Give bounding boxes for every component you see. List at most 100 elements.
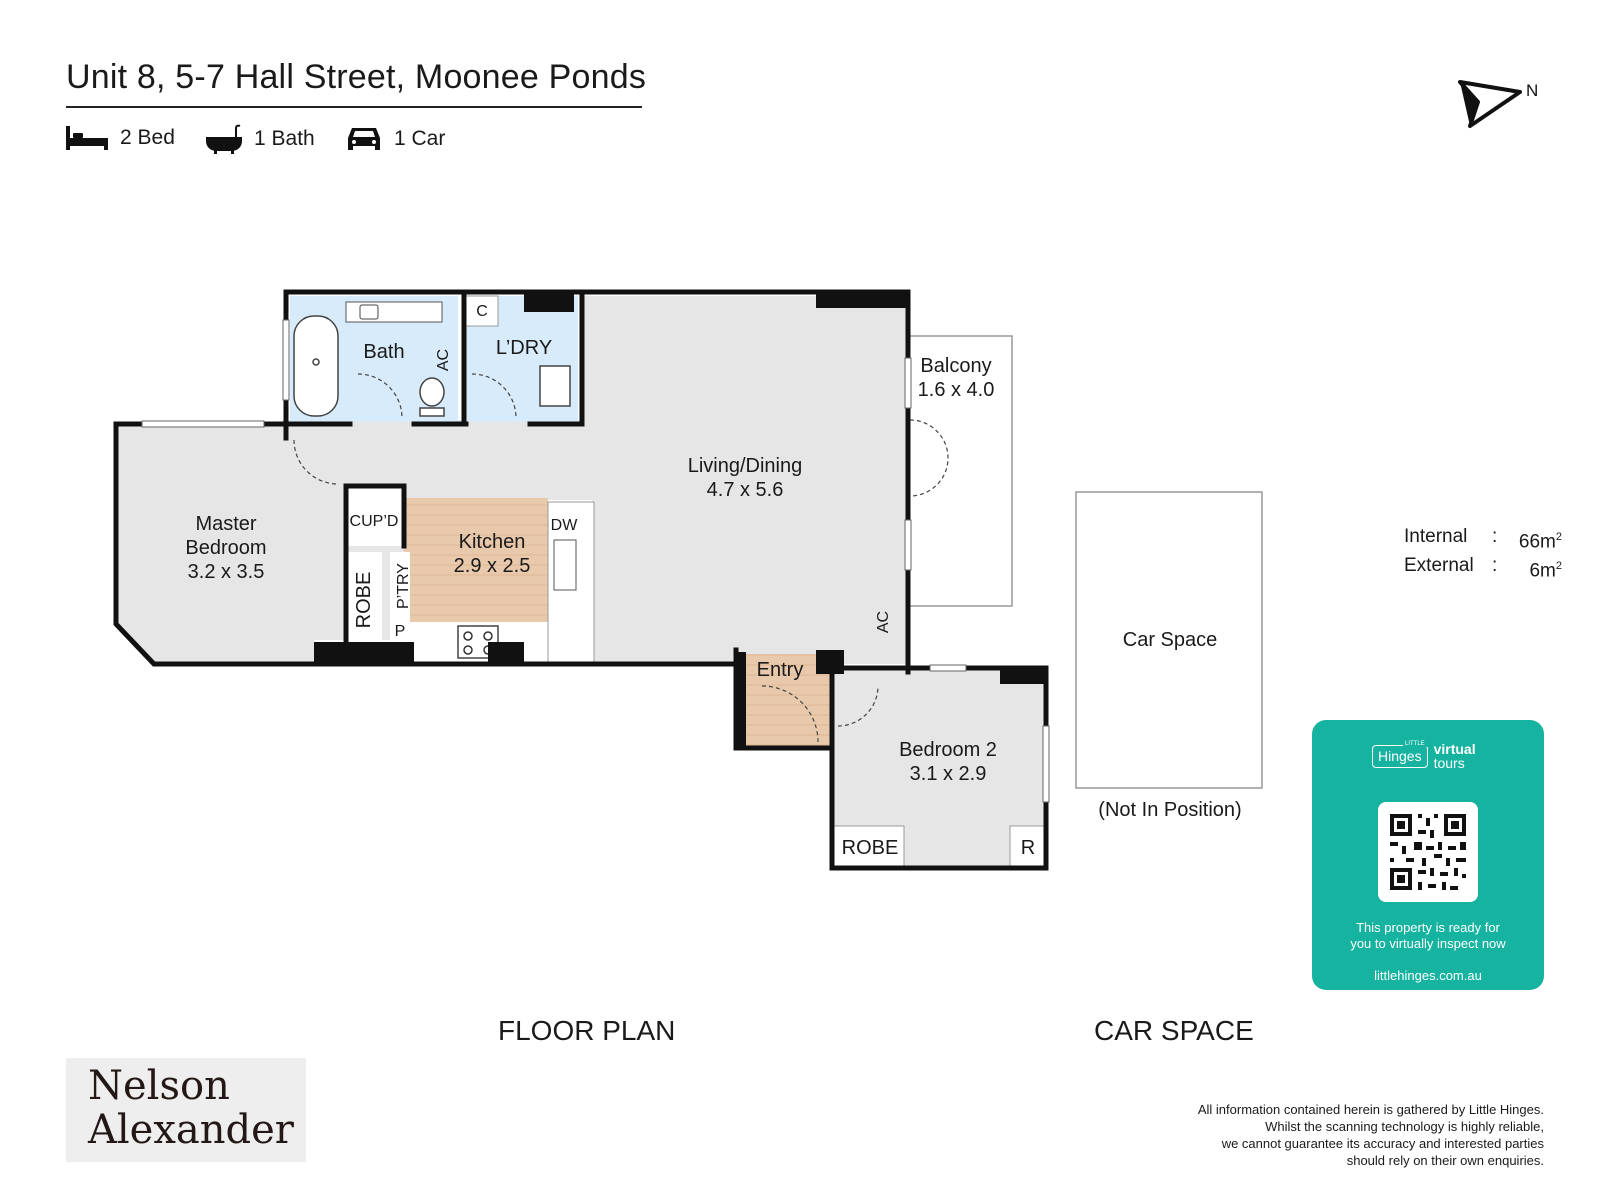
- tours-label: tours: [1433, 755, 1465, 771]
- door-swing-bath: [357, 373, 403, 419]
- wall-block: [736, 652, 746, 750]
- kitchen-sink: [553, 539, 577, 591]
- door-swing-bedroom2: [837, 685, 879, 727]
- hinges-label: Hinges: [1378, 747, 1422, 764]
- compass-arrow-icon: N: [1458, 80, 1538, 128]
- room-dims-kitchen: 2.9 x 2.5: [454, 555, 531, 577]
- entry-floor: [736, 654, 830, 746]
- agency-name-line-2: Alexander: [88, 1107, 294, 1153]
- room-label-ac-bath: AC: [435, 349, 452, 371]
- room-label-p: P: [395, 623, 406, 640]
- feature-bath: 1 Bath: [206, 124, 315, 154]
- room-label-balcony: Balcony: [920, 355, 991, 377]
- pantry: [390, 552, 410, 618]
- kitchen-timber-floor: [404, 498, 548, 622]
- door-swing-entry: [761, 685, 819, 743]
- room-label-ac-living: AC: [875, 611, 892, 633]
- room-label-robe-master: ROBE: [353, 572, 375, 629]
- room-dims-master: 3.2 x 3.5: [188, 561, 265, 583]
- door-swing-master: [293, 439, 339, 485]
- cupboard: [346, 488, 404, 546]
- qr-code-icon[interactable]: [1378, 802, 1478, 902]
- virtual-tours-message: This property is ready for you to virtua…: [1312, 920, 1544, 952]
- external-area-row: External : 6m2: [1404, 554, 1562, 583]
- room-label-dw: DW: [551, 517, 579, 534]
- living-dining-floor: [282, 296, 908, 664]
- disclaimer-line: All information contained herein is gath…: [1197, 1102, 1544, 1117]
- agency-name-line-1: Nelson: [88, 1063, 230, 1109]
- car-icon: [346, 124, 382, 154]
- external-area-value: 6m: [1529, 560, 1556, 582]
- virtual-label: virtual: [1433, 741, 1476, 757]
- feature-bath-label: 1 Bath: [254, 127, 315, 150]
- area-separator: :: [1492, 526, 1498, 547]
- floor-plan-heading: FLOOR PLAN: [498, 1015, 676, 1046]
- bath-icon: [206, 124, 242, 154]
- internal-area-row: Internal : 66m2: [1404, 525, 1562, 554]
- door-swing-balcony: [909, 419, 949, 497]
- room-label-living: Living/Dining: [688, 455, 803, 477]
- virtual-tours-message-line-2: you to virtually inspect now: [1350, 936, 1506, 951]
- feature-bed-label: 2 Bed: [120, 126, 175, 149]
- wall-block: [816, 650, 844, 674]
- wall-block: [1000, 668, 1046, 684]
- toilet-icon: [419, 377, 445, 407]
- bathtub: [293, 315, 339, 417]
- compass-north-label: N: [1526, 81, 1538, 100]
- room-label-c: C: [476, 303, 488, 320]
- burner-icon: [463, 631, 473, 641]
- pantry-p: [390, 618, 410, 642]
- room-dims-bedroom2: 3.1 x 2.9: [910, 763, 987, 785]
- bathtub-drain-icon: [312, 358, 320, 366]
- car-space-label: Car Space: [1123, 629, 1218, 651]
- room-dims-living: 4.7 x 5.6: [707, 479, 784, 501]
- car-space-outline: [1075, 491, 1263, 789]
- wall-block: [314, 642, 414, 666]
- feature-car: 1 Car: [346, 124, 445, 154]
- car-space-note: (Not In Position): [1098, 799, 1241, 821]
- robe-master: [346, 552, 382, 642]
- virtual-tours-message-line-1: This property is ready for: [1356, 920, 1500, 935]
- disclaimer: All information contained herein is gath…: [1198, 1101, 1544, 1169]
- disclaimer-line: Whilst the scanning technology is highly…: [1265, 1119, 1544, 1134]
- area-unit-sup: 2: [1555, 531, 1562, 543]
- area-separator: :: [1492, 555, 1498, 577]
- room-dims-balcony: 1.6 x 4.0: [918, 379, 995, 401]
- feature-car-label: 1 Car: [394, 127, 446, 150]
- door-swing-laundry: [471, 373, 517, 419]
- wall-block: [816, 292, 908, 308]
- title-underline: [66, 106, 642, 108]
- little-label: LITTLE: [1403, 740, 1427, 747]
- windows: [141, 319, 1050, 803]
- room-label-robe-bedroom2: ROBE: [842, 837, 899, 859]
- agency-logo-text: Nelson Alexander: [88, 1064, 294, 1152]
- toilet-cistern: [419, 407, 445, 417]
- wall-block: [524, 292, 574, 312]
- external-area-label: External: [1404, 555, 1474, 577]
- room-label-r: R: [1021, 837, 1035, 859]
- feature-bed: 2 Bed: [66, 124, 175, 152]
- room-label-master-1: Master: [195, 513, 256, 535]
- bed-icon: [66, 124, 108, 152]
- burner-icon: [483, 631, 493, 641]
- room-label-pantry: P’TRY: [395, 563, 412, 609]
- north-compass: N: [1458, 76, 1548, 141]
- room-label-laundry: L’DRY: [496, 337, 552, 359]
- room-label-entry: Entry: [757, 659, 804, 681]
- room-label-bedroom2: Bedroom 2: [899, 739, 997, 761]
- room-label-cupd: CUP’D: [350, 513, 399, 530]
- laundry-tub-icon: [539, 365, 571, 407]
- virtual-tours-link[interactable]: littlehinges.com.au: [1374, 968, 1482, 983]
- internal-area-value: 66m: [1518, 531, 1556, 553]
- internal-area-label: Internal: [1404, 526, 1468, 547]
- basin-icon: [359, 304, 379, 320]
- area-unit-sup: 2: [1555, 560, 1562, 573]
- room-label-bath: Bath: [363, 341, 404, 363]
- disclaimer-line: should rely on their own enquiries.: [1346, 1153, 1544, 1168]
- disclaimer-line: we cannot guarantee its accuracy and int…: [1221, 1136, 1544, 1151]
- area-summary: Internal : 66m2 External : 6m2: [1404, 525, 1562, 584]
